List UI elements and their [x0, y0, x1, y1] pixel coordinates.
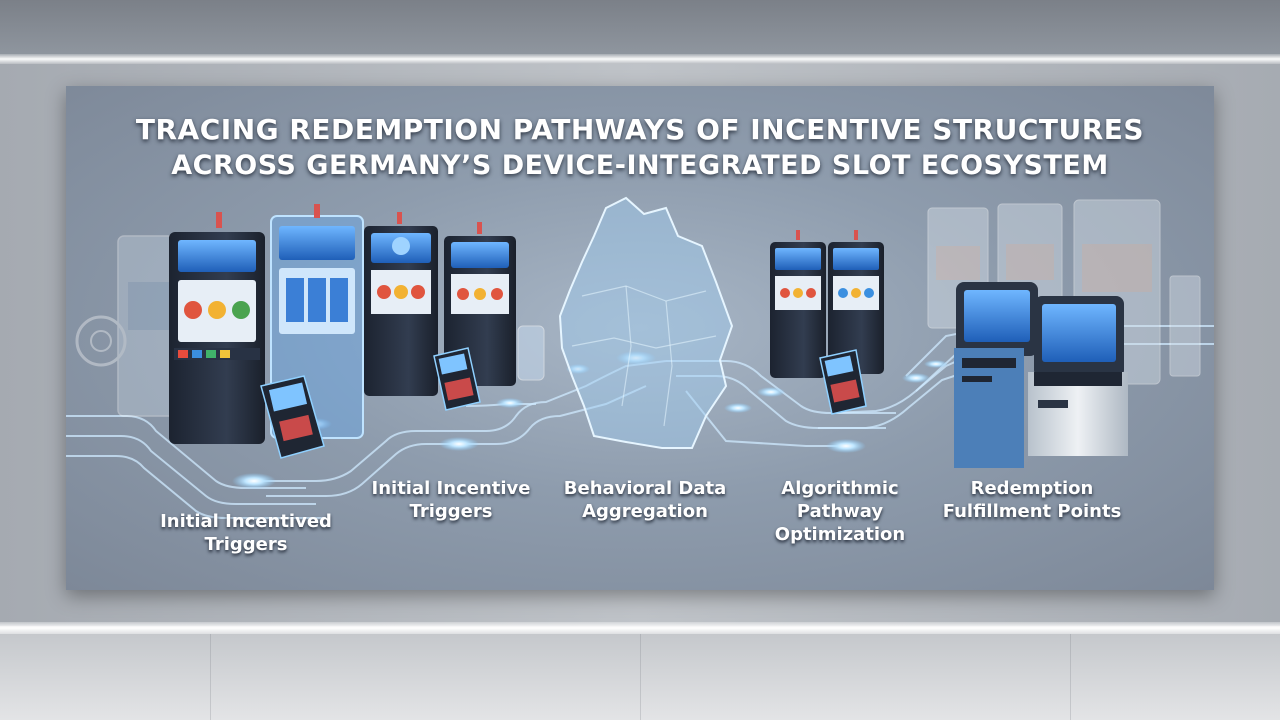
- payment-terminal-icon: [819, 349, 867, 415]
- stage-label-line: Aggregation: [582, 501, 708, 522]
- pathway-scene: [66, 196, 1214, 519]
- ceiling-light-strip: [0, 54, 1280, 64]
- floor-light-strip: [0, 622, 1280, 634]
- stage-label-line: Triggers: [409, 501, 493, 522]
- slot-machine-icon: [444, 222, 516, 386]
- redemption-kiosk-icon: [1028, 296, 1128, 456]
- stage-label-initial-incentived-triggers: Initial Incentived Triggers: [146, 510, 346, 556]
- stage-label-line: Initial Incentived: [160, 511, 332, 532]
- poster-title: TRACING REDEMPTION PATHWAYS OF INCENTIVE…: [66, 112, 1214, 184]
- stage-label-line: Pathway: [796, 501, 884, 522]
- redemption-kiosk-icon: [954, 282, 1038, 468]
- germany-map-icon: [558, 196, 734, 449]
- map-region-borders: [571, 285, 717, 427]
- small-reader-icon: [517, 325, 545, 381]
- stage-label-line: Triggers: [204, 534, 288, 555]
- slot-machine-icon: [364, 212, 438, 396]
- stage-label-line: Algorithmic: [781, 478, 899, 499]
- floor-seam: [640, 634, 641, 720]
- stage-label-line: Behavioral Data: [563, 478, 727, 499]
- floor: [0, 634, 1280, 720]
- slot-machine-icon: [770, 230, 826, 378]
- floor-seam: [210, 634, 211, 720]
- slot-machine-icon: [828, 230, 884, 374]
- stage-label-line: Optimization: [774, 524, 906, 545]
- poster-panel: TRACING REDEMPTION PATHWAYS OF INCENTIVE…: [66, 86, 1214, 590]
- stage-label-behavioral-data-aggregation: Behavioral Data Aggregation: [545, 477, 745, 523]
- slot-machine-icon: [169, 212, 265, 444]
- stage-label-line: Redemption: [970, 478, 1094, 499]
- stage-label-line: Fulfillment Points: [942, 501, 1122, 522]
- stage-label-initial-incentive-triggers: Initial Incentive Triggers: [351, 477, 551, 523]
- title-line-1: TRACING REDEMPTION PATHWAYS OF INCENTIVE…: [135, 113, 1145, 146]
- stage-label-line: Initial Incentive: [371, 478, 531, 499]
- payment-terminal-icon: [433, 347, 481, 411]
- floor-seam: [1070, 634, 1071, 720]
- title-line-2: ACROSS GERMANY’S DEVICE-INTEGRATED SLOT …: [171, 150, 1109, 181]
- ceiling: [0, 0, 1280, 58]
- payment-terminal-icon: [260, 375, 325, 459]
- stage-label-redemption-fulfillment-points: Redemption Fulfillment Points: [932, 477, 1132, 523]
- stage-label-algorithmic-pathway-optimization: Algorithmic Pathway Optimization: [740, 477, 940, 546]
